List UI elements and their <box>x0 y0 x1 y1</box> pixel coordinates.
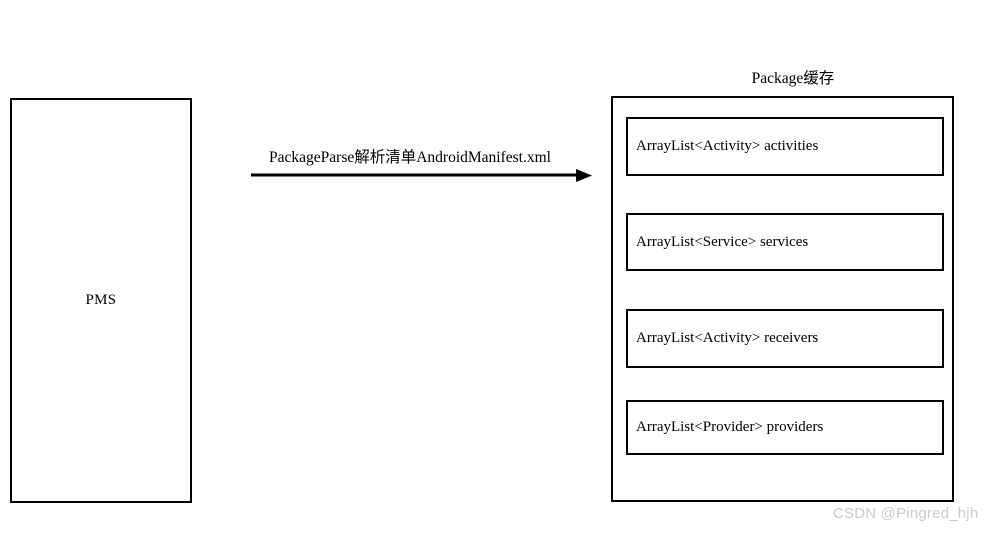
parse-flow-arrow-label: PackageParse解析清单AndroidManifest.xml <box>269 149 551 166</box>
watermark: CSDN @Pingred_hjh <box>833 505 979 522</box>
cache-item-activities: ArrayList<Activity> activities <box>626 117 944 176</box>
package-cache-title: Package缓存 <box>751 70 835 87</box>
cache-item-services: ArrayList<Service> services <box>626 213 944 271</box>
cache-item-label: ArrayList<Service> services <box>636 233 809 250</box>
pms-node-label: PMS <box>85 292 117 308</box>
cache-item-label: ArrayList<Activity> receivers <box>636 330 819 346</box>
cache-item-label: ArrayList<Provider> providers <box>636 419 824 435</box>
arrow-right-icon <box>251 169 592 182</box>
package-cache-node: ArrayList<Activity> activities ArrayList… <box>611 96 954 502</box>
cache-item-providers: ArrayList<Provider> providers <box>626 400 944 455</box>
cache-item-receivers: ArrayList<Activity> receivers <box>626 309 944 368</box>
parse-flow-arrow: PackageParse解析清单AndroidManifest.xml <box>250 148 596 188</box>
pms-node: PMS <box>10 98 192 503</box>
cache-item-label: ArrayList<Activity> activities <box>636 138 819 154</box>
